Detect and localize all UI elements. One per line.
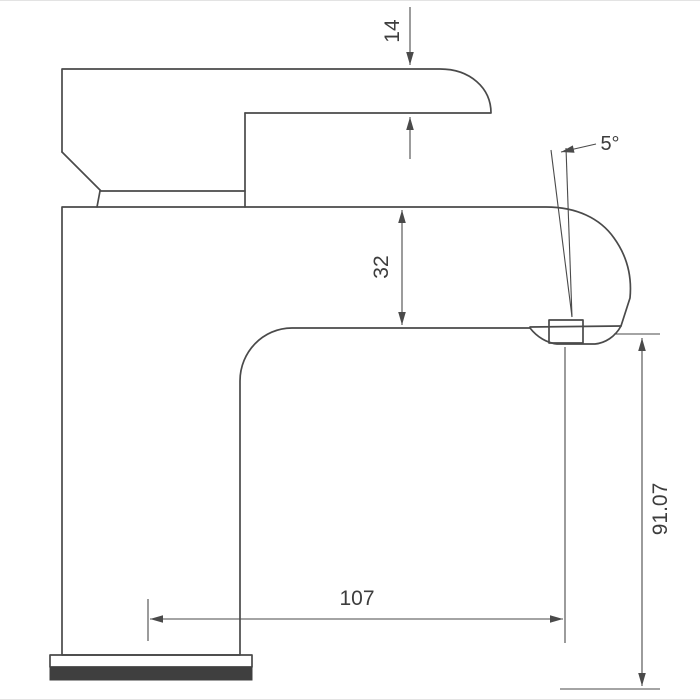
- body-spout-outline: [61, 206, 632, 656]
- handle-base-outline: [61, 112, 246, 192]
- handle-neck-left-line: [96, 190, 101, 208]
- base-plate: [49, 666, 253, 681]
- faucet-outline: [49, 68, 632, 681]
- dimension-lines: [147, 7, 660, 690]
- dim-label-height: 91.07: [649, 483, 672, 536]
- dim-label-spout-drop: 32: [370, 255, 393, 278]
- dim-angle-line-b: [550, 149, 573, 318]
- dim-label-handle-thickness: 14: [381, 19, 404, 43]
- spout-tip-crease-line: [529, 325, 622, 328]
- dimension-labels: 14 32 5° 91.07 107: [339, 19, 672, 610]
- dim-label-reach: 107: [339, 587, 374, 610]
- dim-angle-line-a: [565, 147, 573, 318]
- handle-lever-outline: [61, 68, 492, 153]
- dim-angle-leader-arrow: [560, 143, 597, 153]
- base-flange: [49, 654, 253, 668]
- dim-label-spout-angle: 5°: [600, 133, 619, 155]
- aerator: [548, 319, 584, 344]
